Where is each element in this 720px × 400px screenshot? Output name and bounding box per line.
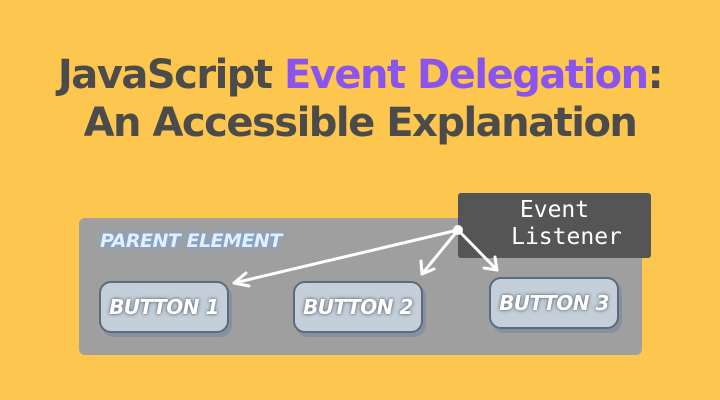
button-3[interactable]: BUTTON 3 (489, 277, 619, 329)
title-prefix: JavaScript (57, 52, 284, 98)
title-suffix: : (647, 52, 664, 98)
event-listener-label-line1: Event (519, 197, 590, 223)
button-2[interactable]: BUTTON 2 (293, 281, 423, 333)
button-1[interactable]: BUTTON 1 (99, 281, 229, 333)
page-title-line1: JavaScript Event Delegation: (0, 52, 720, 98)
title-highlight: Event Delegation (283, 52, 649, 98)
event-listener-label-line2: Listener (511, 224, 622, 250)
page-title-line2: An Accessible Explanation (83, 100, 638, 146)
parent-element-label: PARENT ELEMENT (100, 230, 282, 252)
